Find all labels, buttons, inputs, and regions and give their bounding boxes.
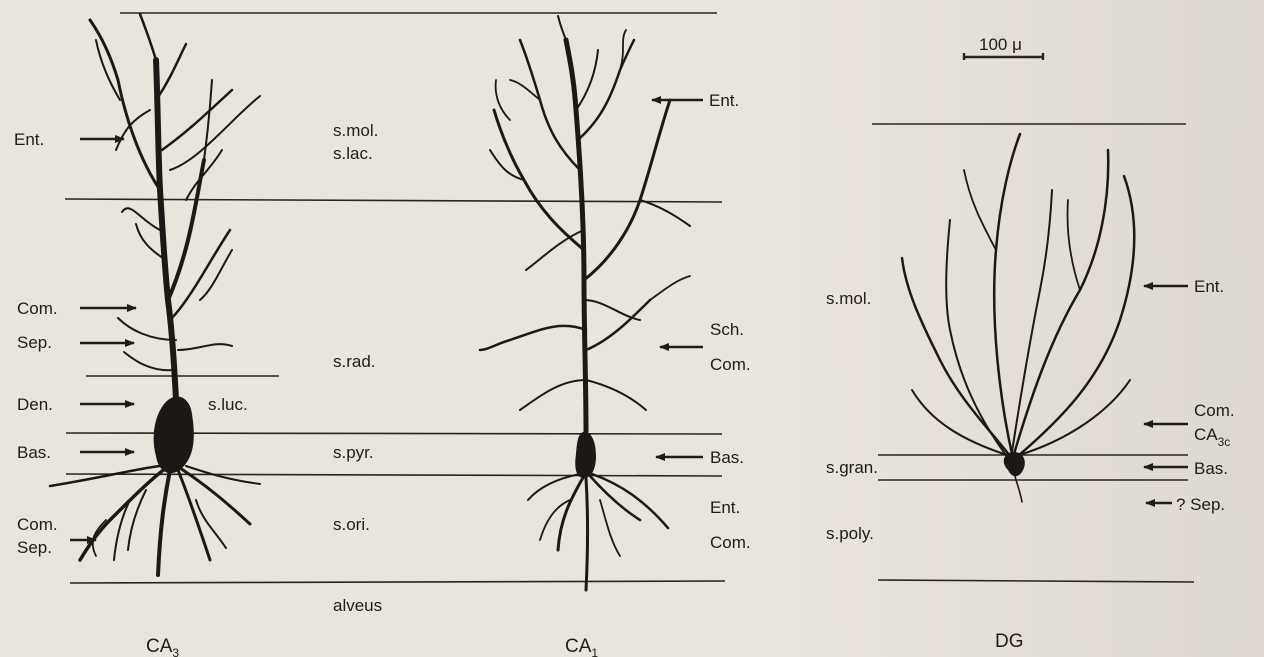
ca3-input-ent-label: Ent. [14, 130, 44, 149]
dg-s-poly-label: s.poly. [826, 524, 874, 543]
s-ori-label: s.ori. [333, 515, 370, 534]
dg-title: DG [995, 631, 1024, 652]
s-luc-label: s.luc. [208, 395, 248, 414]
alveus-label: alveus [333, 596, 382, 615]
dg-input-labels: Ent. Com. CA3c Bas. ? Sep. [1176, 277, 1235, 514]
s-mol-label: s.mol. [333, 121, 378, 140]
ca3-title: CA3 [146, 636, 179, 657]
dg-input-bas-label: Bas. [1194, 459, 1228, 478]
ca3-input-sep-label: Sep. [17, 333, 52, 352]
dg-input-arrows [1144, 286, 1188, 503]
ca1-input-ent2-label: Ent. [710, 498, 740, 517]
dg-s-gran-label: s.gran. [826, 458, 878, 477]
ca1-pyramidal-neuron [480, 16, 690, 590]
layer-labels-mid: s.mol. s.lac. s.rad. s.pyr. s.ori. alveu… [333, 121, 382, 615]
ca1-input-labels: Ent. Sch. Com. Bas. Ent. Com. [709, 91, 751, 552]
ca1-input-arrows [652, 100, 703, 457]
s-lac-label: s.lac. [333, 144, 373, 163]
dg-input-ent-label: Ent. [1194, 277, 1224, 296]
ca1-input-com-label: Com. [710, 355, 751, 374]
ca3-input-com-label: Com. [17, 299, 58, 318]
ca1-input-ent-label: Ent. [709, 91, 739, 110]
ca3-input-sep2-label: Sep. [17, 538, 52, 557]
scale-bar-label: 100 μ [979, 35, 1022, 54]
dg-input-com-label: Com. [1194, 401, 1235, 420]
dg-s-mol-label: s.mol. [826, 289, 871, 308]
ca1-title: CA1 [565, 636, 598, 657]
ca3-input-bas-label: Bas. [17, 443, 51, 462]
ca3-input-den-label: Den. [17, 395, 53, 414]
dg-input-ca3c-label: CA3c [1194, 425, 1230, 449]
ca1-input-com2-label: Com. [710, 533, 751, 552]
ca1-input-sch-label: Sch. [710, 320, 744, 339]
ca3-input-labels: Ent. Com. Sep. Den. Bas. Com. Sep. [14, 130, 58, 557]
s-pyr-label: s.pyr. [333, 443, 374, 462]
ca3-input-com2-label: Com. [17, 515, 58, 534]
dg-granule-neuron [902, 134, 1134, 502]
dg-input-sep-label: ? Sep. [1176, 495, 1225, 514]
dg-layer-labels: s.mol. s.gran. s.poly. [826, 289, 878, 543]
ca3-pyramidal-neuron [50, 14, 260, 575]
ca1-input-bas-label: Bas. [710, 448, 744, 467]
s-rad-label: s.rad. [333, 352, 376, 371]
